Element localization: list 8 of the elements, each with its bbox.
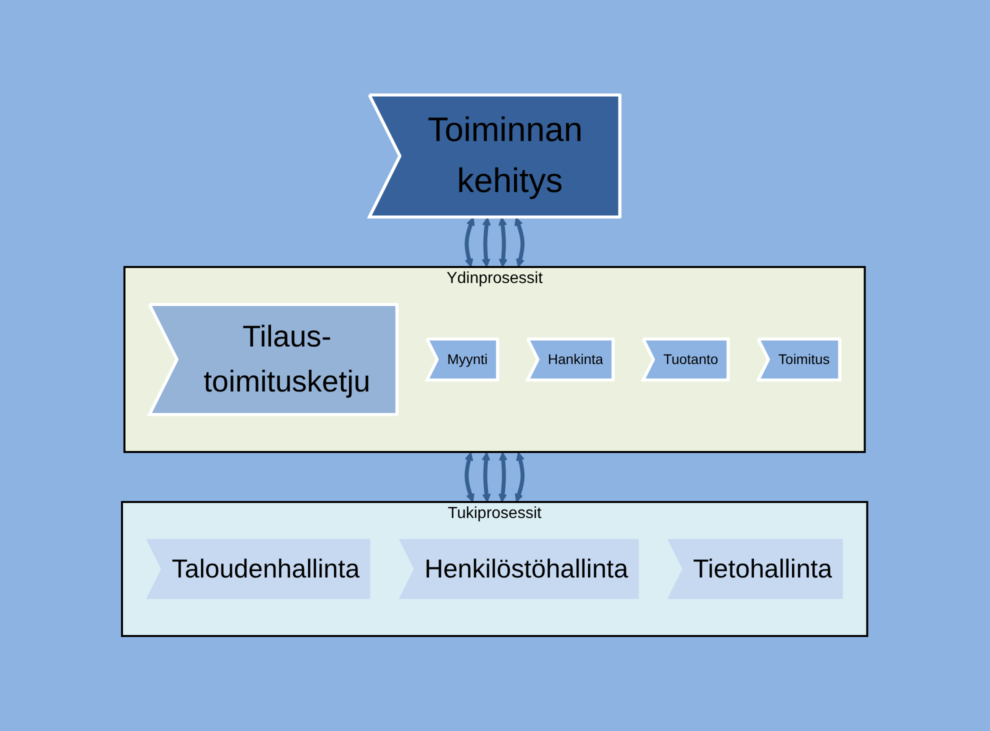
arrow	[498, 217, 508, 268]
arrow	[482, 217, 492, 268]
arrow	[482, 452, 492, 502]
arrow	[515, 452, 525, 502]
arrow	[498, 452, 508, 502]
arrow	[465, 452, 475, 502]
arrow	[514, 216, 525, 268]
arrow	[465, 216, 476, 268]
